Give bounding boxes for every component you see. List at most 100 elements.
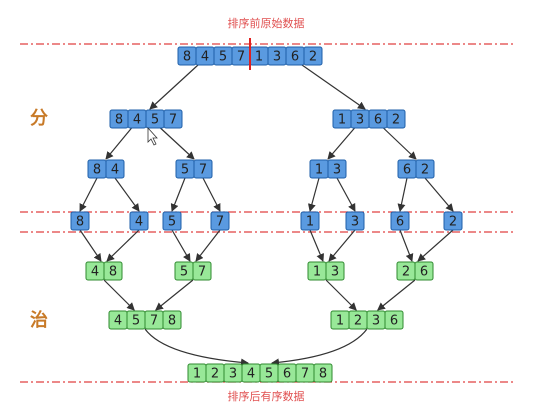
cell-value: 4: [133, 113, 141, 128]
flow-arrow: [325, 279, 357, 311]
single-element: 4: [129, 211, 149, 231]
flow-arrow: [399, 229, 414, 262]
array-cell: [70, 211, 90, 231]
cell-value: 4: [247, 367, 255, 382]
cell-value: 7: [216, 215, 224, 230]
flow-arrow: [106, 229, 140, 262]
flow-arrow: [114, 177, 140, 212]
cell-value: 3: [372, 314, 380, 329]
cell-value: 7: [199, 163, 207, 178]
flow-arrow: [327, 127, 356, 160]
flow-arrow: [336, 177, 356, 212]
cell-value: 8: [115, 113, 123, 128]
flow-arrow: [382, 127, 417, 160]
flow-arrow: [424, 177, 454, 212]
single-element: 2: [443, 211, 463, 231]
cell-value: 2: [211, 367, 219, 382]
array-cell: [163, 109, 183, 129]
array-cell: [443, 211, 463, 231]
flow-arrow: [271, 328, 368, 367]
cell-value: 5: [132, 314, 140, 329]
flow-arrow: [202, 177, 221, 212]
cell-value: 2: [392, 113, 400, 128]
flow-arrow: [195, 229, 221, 262]
array-cell: [415, 159, 435, 179]
array-cell: [300, 211, 320, 231]
array-cell: [345, 211, 365, 231]
cell-value: 5: [151, 113, 159, 128]
single-element: 8: [70, 211, 90, 231]
single-element: 7: [210, 211, 230, 231]
flow-arrow: [417, 229, 454, 262]
cell-value: 5: [180, 265, 188, 280]
cell-value: 2: [421, 163, 429, 178]
cell-value: 5: [219, 50, 227, 65]
mouse-cursor-icon: [147, 126, 158, 146]
cell-value: 1: [315, 163, 323, 178]
flow-arrow: [103, 279, 135, 311]
cell-value: 3: [351, 215, 359, 230]
flow-arrow: [309, 229, 324, 262]
cell-value: 4: [135, 215, 143, 230]
cell-value: 1: [255, 50, 263, 65]
flow-arrow: [105, 127, 133, 160]
array-cell: [325, 261, 345, 281]
cell-value: 1: [336, 314, 344, 329]
single-element: 3: [345, 211, 365, 231]
flow-arrow: [397, 177, 408, 212]
flow-arrow: [149, 64, 199, 110]
cell-value: 7: [301, 367, 309, 382]
cell-value: 3: [229, 367, 237, 382]
array-cell: [105, 159, 125, 179]
cell-value: 4: [114, 314, 122, 329]
bottom-caption: 排序后有序数据: [228, 389, 305, 403]
cell-value: 7: [169, 113, 177, 128]
cell-value: 7: [150, 314, 158, 329]
array-cell: [193, 159, 213, 179]
flow-arrow: [307, 177, 320, 212]
single-element: 1: [300, 211, 320, 231]
flow-arrow: [171, 229, 191, 262]
array-cell: [414, 261, 434, 281]
flow-arrow: [170, 177, 186, 212]
flow-arrow: [155, 279, 194, 311]
array-cell: [162, 211, 182, 231]
array-cell: [386, 109, 406, 129]
cell-value: 2: [354, 314, 362, 329]
flow-arrow: [301, 64, 366, 110]
cell-value: 8: [93, 163, 101, 178]
cell-value: 3: [273, 50, 281, 65]
cell-value: 3: [333, 163, 341, 178]
flow-arrow: [159, 127, 195, 160]
cell-value: 6: [283, 367, 291, 382]
cell-value: 1: [338, 113, 346, 128]
cell-value: 2: [402, 265, 410, 280]
cell-value: 8: [168, 314, 176, 329]
array-cell: [210, 211, 230, 231]
top-caption: 排序前原始数据: [228, 16, 305, 30]
cell-value: 4: [91, 265, 99, 280]
array-cell: [390, 211, 410, 231]
array-cell: [162, 310, 182, 330]
single-element: 5: [162, 211, 182, 231]
array-cell: [103, 261, 123, 281]
array-cell: [129, 211, 149, 231]
divide-label: 分: [30, 108, 48, 129]
cell-value: 2: [309, 50, 317, 65]
cell-value: 1: [313, 265, 321, 280]
cell-value: 2: [449, 215, 457, 230]
